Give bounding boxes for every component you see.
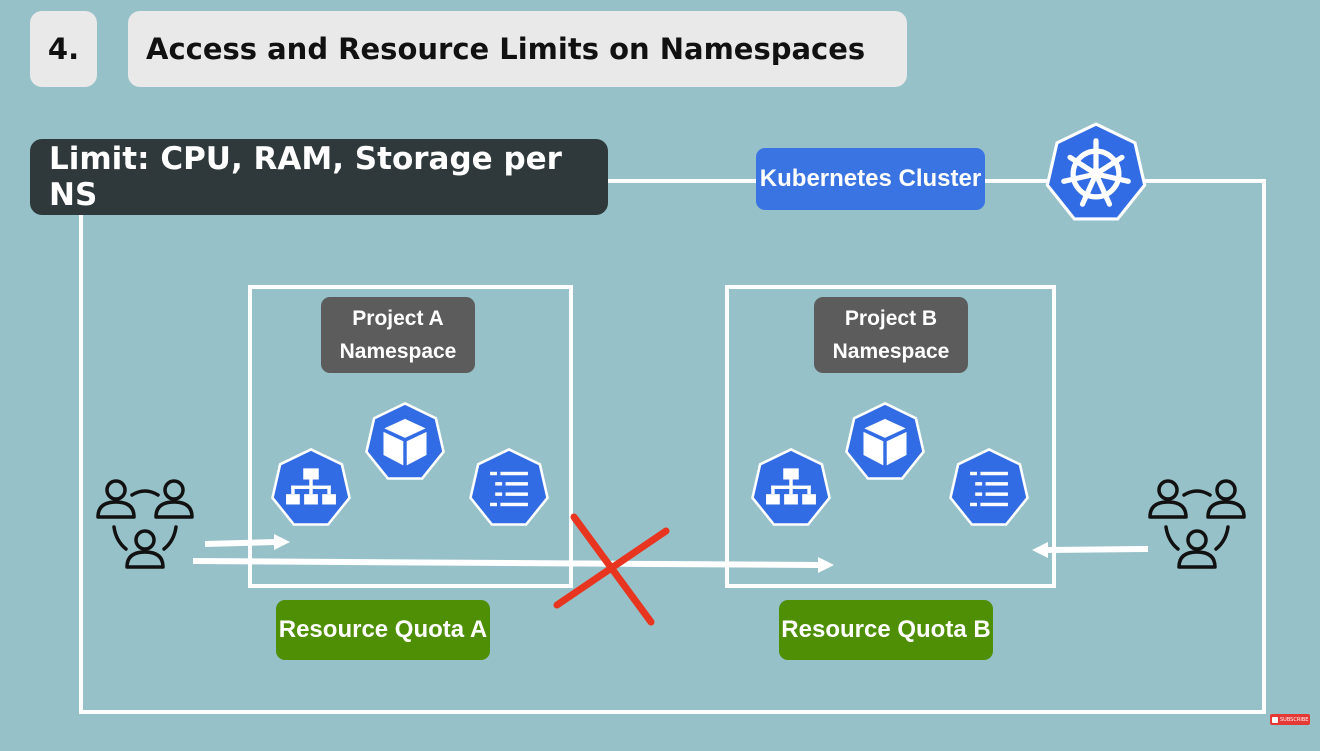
play-icon (1272, 716, 1278, 723)
config-list-icon (469, 448, 549, 526)
section-number: 4. (30, 11, 97, 87)
pod-cube-icon (845, 402, 925, 480)
pod-cube-icon (365, 402, 445, 480)
deployment-icon (271, 448, 351, 526)
deployment-icon (751, 448, 831, 526)
limit-banner: Limit: CPU, RAM, Storage per NS (30, 139, 608, 215)
cluster-label: Kubernetes Cluster (756, 148, 985, 210)
section-title: Access and Resource Limits on Namespaces (128, 11, 907, 87)
cluster-boundary (79, 179, 1266, 714)
config-list-icon (949, 448, 1029, 526)
kubernetes-logo-icon (1045, 122, 1147, 221)
resource-quota-a: Resource Quota A (276, 600, 490, 660)
namespace-a-label-line1: Project A (352, 307, 444, 330)
namespace-a-label: Project A Namespace (321, 297, 475, 373)
namespace-b-label-line2: Namespace (832, 340, 950, 363)
namespace-b-boundary (725, 285, 1056, 588)
namespace-b-label: Project B Namespace (814, 297, 968, 373)
resource-quota-b: Resource Quota B (779, 600, 993, 660)
subscribe-label: SUBSCRIBE (1280, 716, 1309, 723)
team-users-icon (96, 479, 194, 569)
namespace-a-label-line2: Namespace (339, 340, 457, 363)
subscribe-badge[interactable]: SUBSCRIBE (1270, 714, 1310, 725)
team-users-icon (1148, 479, 1246, 569)
namespace-b-label-line1: Project B (844, 307, 938, 330)
namespace-a-boundary (248, 285, 573, 588)
